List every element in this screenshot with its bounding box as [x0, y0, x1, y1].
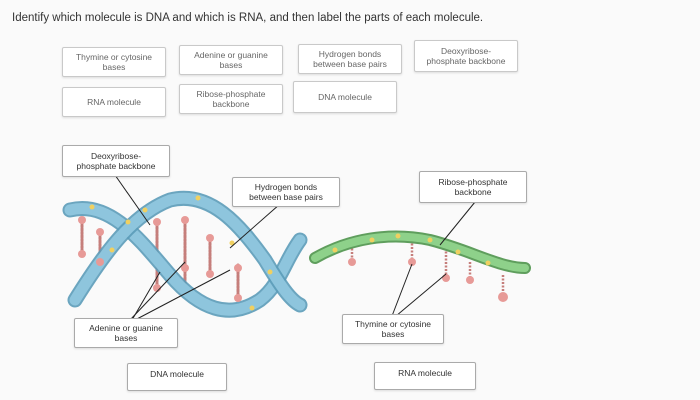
bank-label-deoxyribose-backbone[interactable]: Deoxyribose- phosphate backbone: [414, 40, 518, 72]
dropzone-dna-hydrogen-bonds[interactable]: Hydrogen bonds between base pairs: [232, 177, 340, 207]
bank-label-rna-molecule[interactable]: RNA molecule: [62, 87, 166, 117]
bank-label-hydrogen-bonds[interactable]: Hydrogen bonds between base pairs: [298, 44, 402, 74]
bank-label-dna-molecule[interactable]: DNA molecule: [293, 81, 397, 113]
dropzone-rna-backbone[interactable]: Ribose-phosphate backbone: [419, 171, 527, 203]
bank-label-ribose-backbone[interactable]: Ribose-phosphate backbone: [179, 84, 283, 114]
rna-strand: [309, 230, 531, 302]
bank-label-adenine-guanine[interactable]: Adenine or guanine bases: [179, 45, 283, 75]
leader-lines: [114, 174, 476, 321]
dropzone-rna-name[interactable]: RNA molecule: [374, 362, 476, 390]
dna-phosphate-nodes: [89, 195, 273, 311]
bank-label-thymine-cytosine[interactable]: Thymine or cytosine bases: [62, 47, 166, 77]
dropzone-dna-name[interactable]: DNA molecule: [127, 363, 227, 391]
dna-helix: [62, 190, 308, 318]
dropzone-dna-bases[interactable]: Adenine or guanine bases: [74, 318, 178, 348]
instruction-text: Identify which molecule is DNA and which…: [12, 12, 484, 24]
dna-base-nodes: [78, 216, 242, 302]
dropzone-rna-bases[interactable]: Thymine or cytosine bases: [342, 314, 444, 344]
dropzone-dna-backbone[interactable]: Deoxyribose- phosphate backbone: [62, 145, 170, 177]
